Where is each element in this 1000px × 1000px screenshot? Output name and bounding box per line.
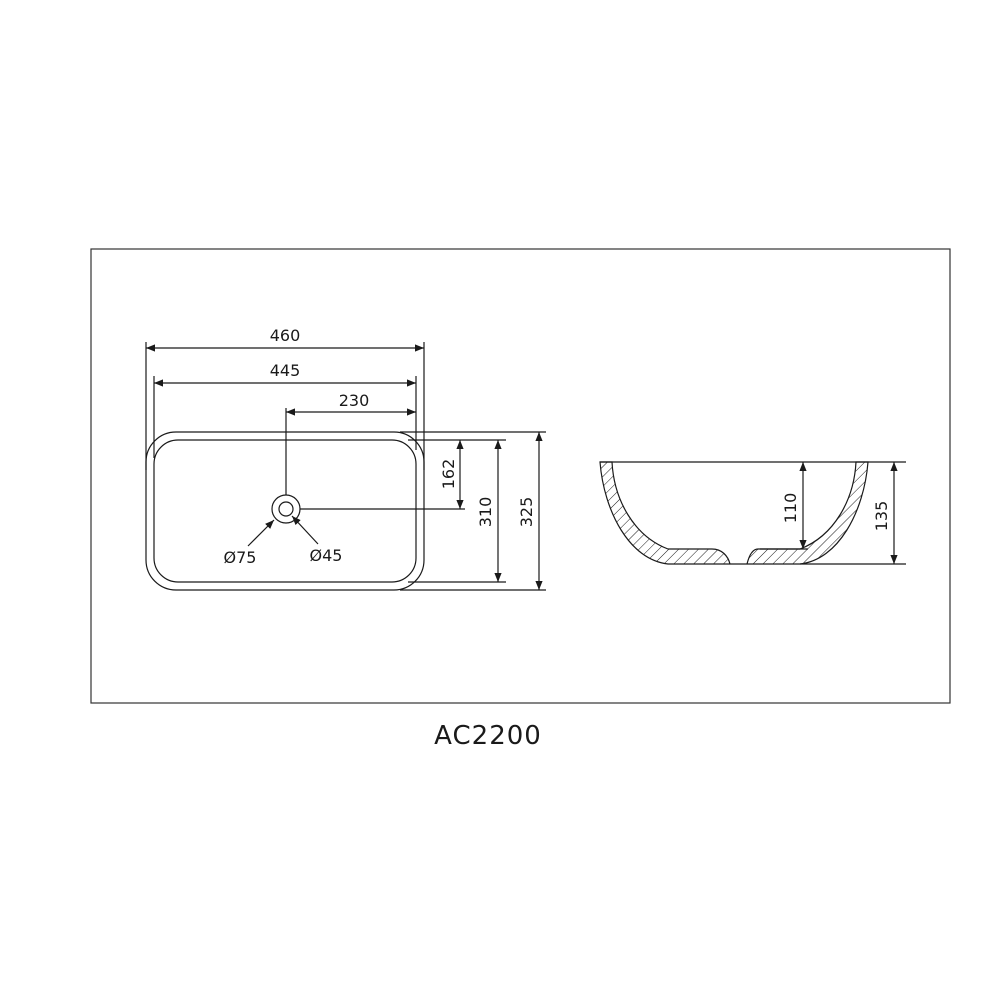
label-drain-outer-diameter: Ø75 — [224, 548, 257, 567]
label-drain-offset-y: 162 — [439, 459, 458, 490]
diameter-symbol: Ø — [224, 548, 237, 567]
basin-outer-outline — [145, 431, 425, 591]
basin-inner-outline — [153, 439, 417, 583]
diameter-symbol: Ø — [310, 546, 323, 565]
drain-outer-circle — [271, 494, 301, 524]
label-outer-height: 135 — [872, 501, 891, 532]
drain-inner-circle — [278, 501, 294, 517]
top-view — [145, 342, 546, 591]
section-left-wall — [599, 461, 744, 565]
label-drain-inner-diameter: Ø45 — [310, 546, 343, 565]
drain-inner-diameter-value: 45 — [322, 546, 342, 565]
side-view — [599, 461, 906, 565]
drawing-frame — [90, 248, 951, 704]
label-drain-offset-x: 230 — [339, 391, 370, 410]
model-label: AC2200 — [434, 721, 542, 751]
label-inner-height: 110 — [781, 493, 800, 524]
leader-drain-inner — [291, 515, 319, 545]
leader-drain-outer — [247, 519, 275, 547]
drain-outer-diameter-value: 75 — [236, 548, 256, 567]
label-inner-width: 445 — [270, 361, 301, 380]
label-outer-width: 460 — [270, 326, 301, 345]
section-right-wall — [744, 461, 869, 565]
label-outer-depth: 325 — [517, 497, 536, 528]
label-inner-depth: 310 — [476, 497, 495, 528]
